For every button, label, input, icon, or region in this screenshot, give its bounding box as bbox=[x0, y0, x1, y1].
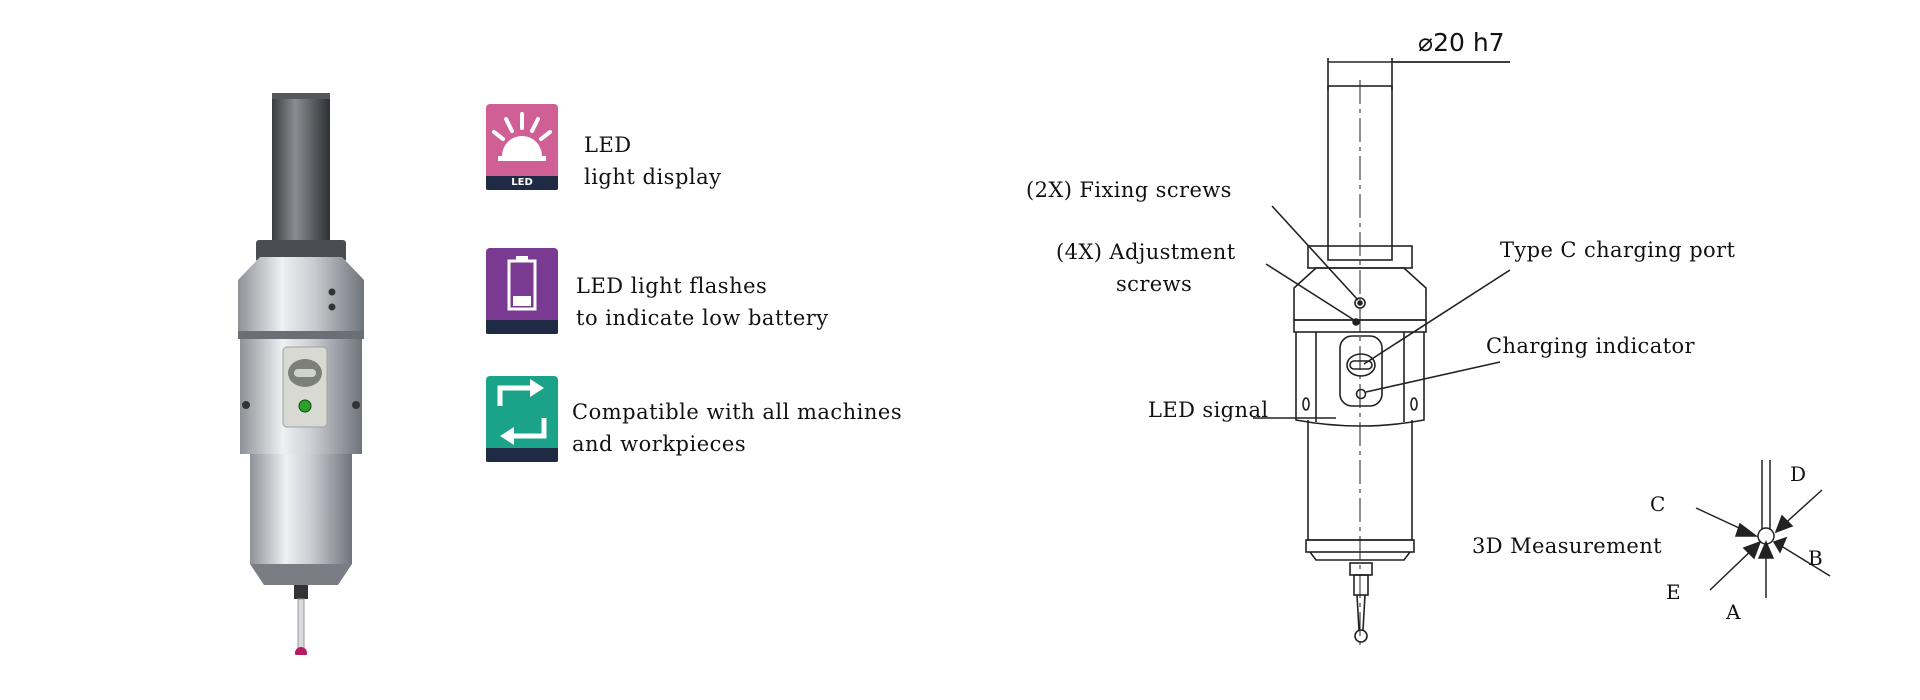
feature-battery-line2: to indicate low battery bbox=[576, 306, 829, 330]
compat-icon-band bbox=[486, 448, 558, 462]
label-typec-port: Type C charging port bbox=[1500, 238, 1736, 262]
technical-drawing bbox=[1253, 58, 1831, 650]
label-charging-indicator: Charging indicator bbox=[1486, 334, 1695, 358]
label-3d-measurement: 3D Measurement bbox=[1472, 534, 1662, 558]
led-display-icon: LED bbox=[486, 104, 558, 190]
sun-rays-icon bbox=[492, 112, 552, 161]
direction-d: D bbox=[1790, 462, 1807, 486]
direction-e: E bbox=[1666, 580, 1681, 604]
battery-icon bbox=[486, 248, 558, 334]
feature-led-line2: light display bbox=[584, 165, 722, 189]
feature-compat-line2: and workpieces bbox=[572, 432, 747, 456]
label-fixing-screws: (2X) Fixing screws bbox=[1026, 178, 1232, 202]
direction-b: B bbox=[1808, 546, 1823, 570]
label-adjustment-2: screws bbox=[1116, 272, 1193, 296]
cycle-arrows-icon bbox=[497, 379, 547, 445]
label-led-signal: LED signal bbox=[1148, 398, 1269, 422]
direction-a: A bbox=[1726, 600, 1741, 624]
diameter-symbol: ⌀ bbox=[1418, 28, 1434, 57]
diameter-value: 20 h7 bbox=[1433, 28, 1505, 57]
feature-battery-line1: LED light flashes bbox=[576, 274, 768, 298]
battery-icon-band bbox=[486, 320, 558, 334]
compatibility-icon bbox=[486, 376, 558, 462]
feature-compat-line1: Compatible with all machines bbox=[572, 400, 903, 424]
battery-shape-icon bbox=[507, 256, 537, 311]
direction-c: C bbox=[1650, 492, 1666, 516]
probe-photo bbox=[238, 93, 364, 655]
measurement-directions-icon bbox=[1695, 460, 1831, 598]
diameter-dimension: ⌀20 h7 bbox=[1418, 28, 1505, 57]
label-adjustment-1: (4X) Adjustment bbox=[1056, 240, 1236, 264]
led-badge-label: LED bbox=[486, 176, 558, 190]
feature-led-line1: LED bbox=[584, 133, 632, 157]
